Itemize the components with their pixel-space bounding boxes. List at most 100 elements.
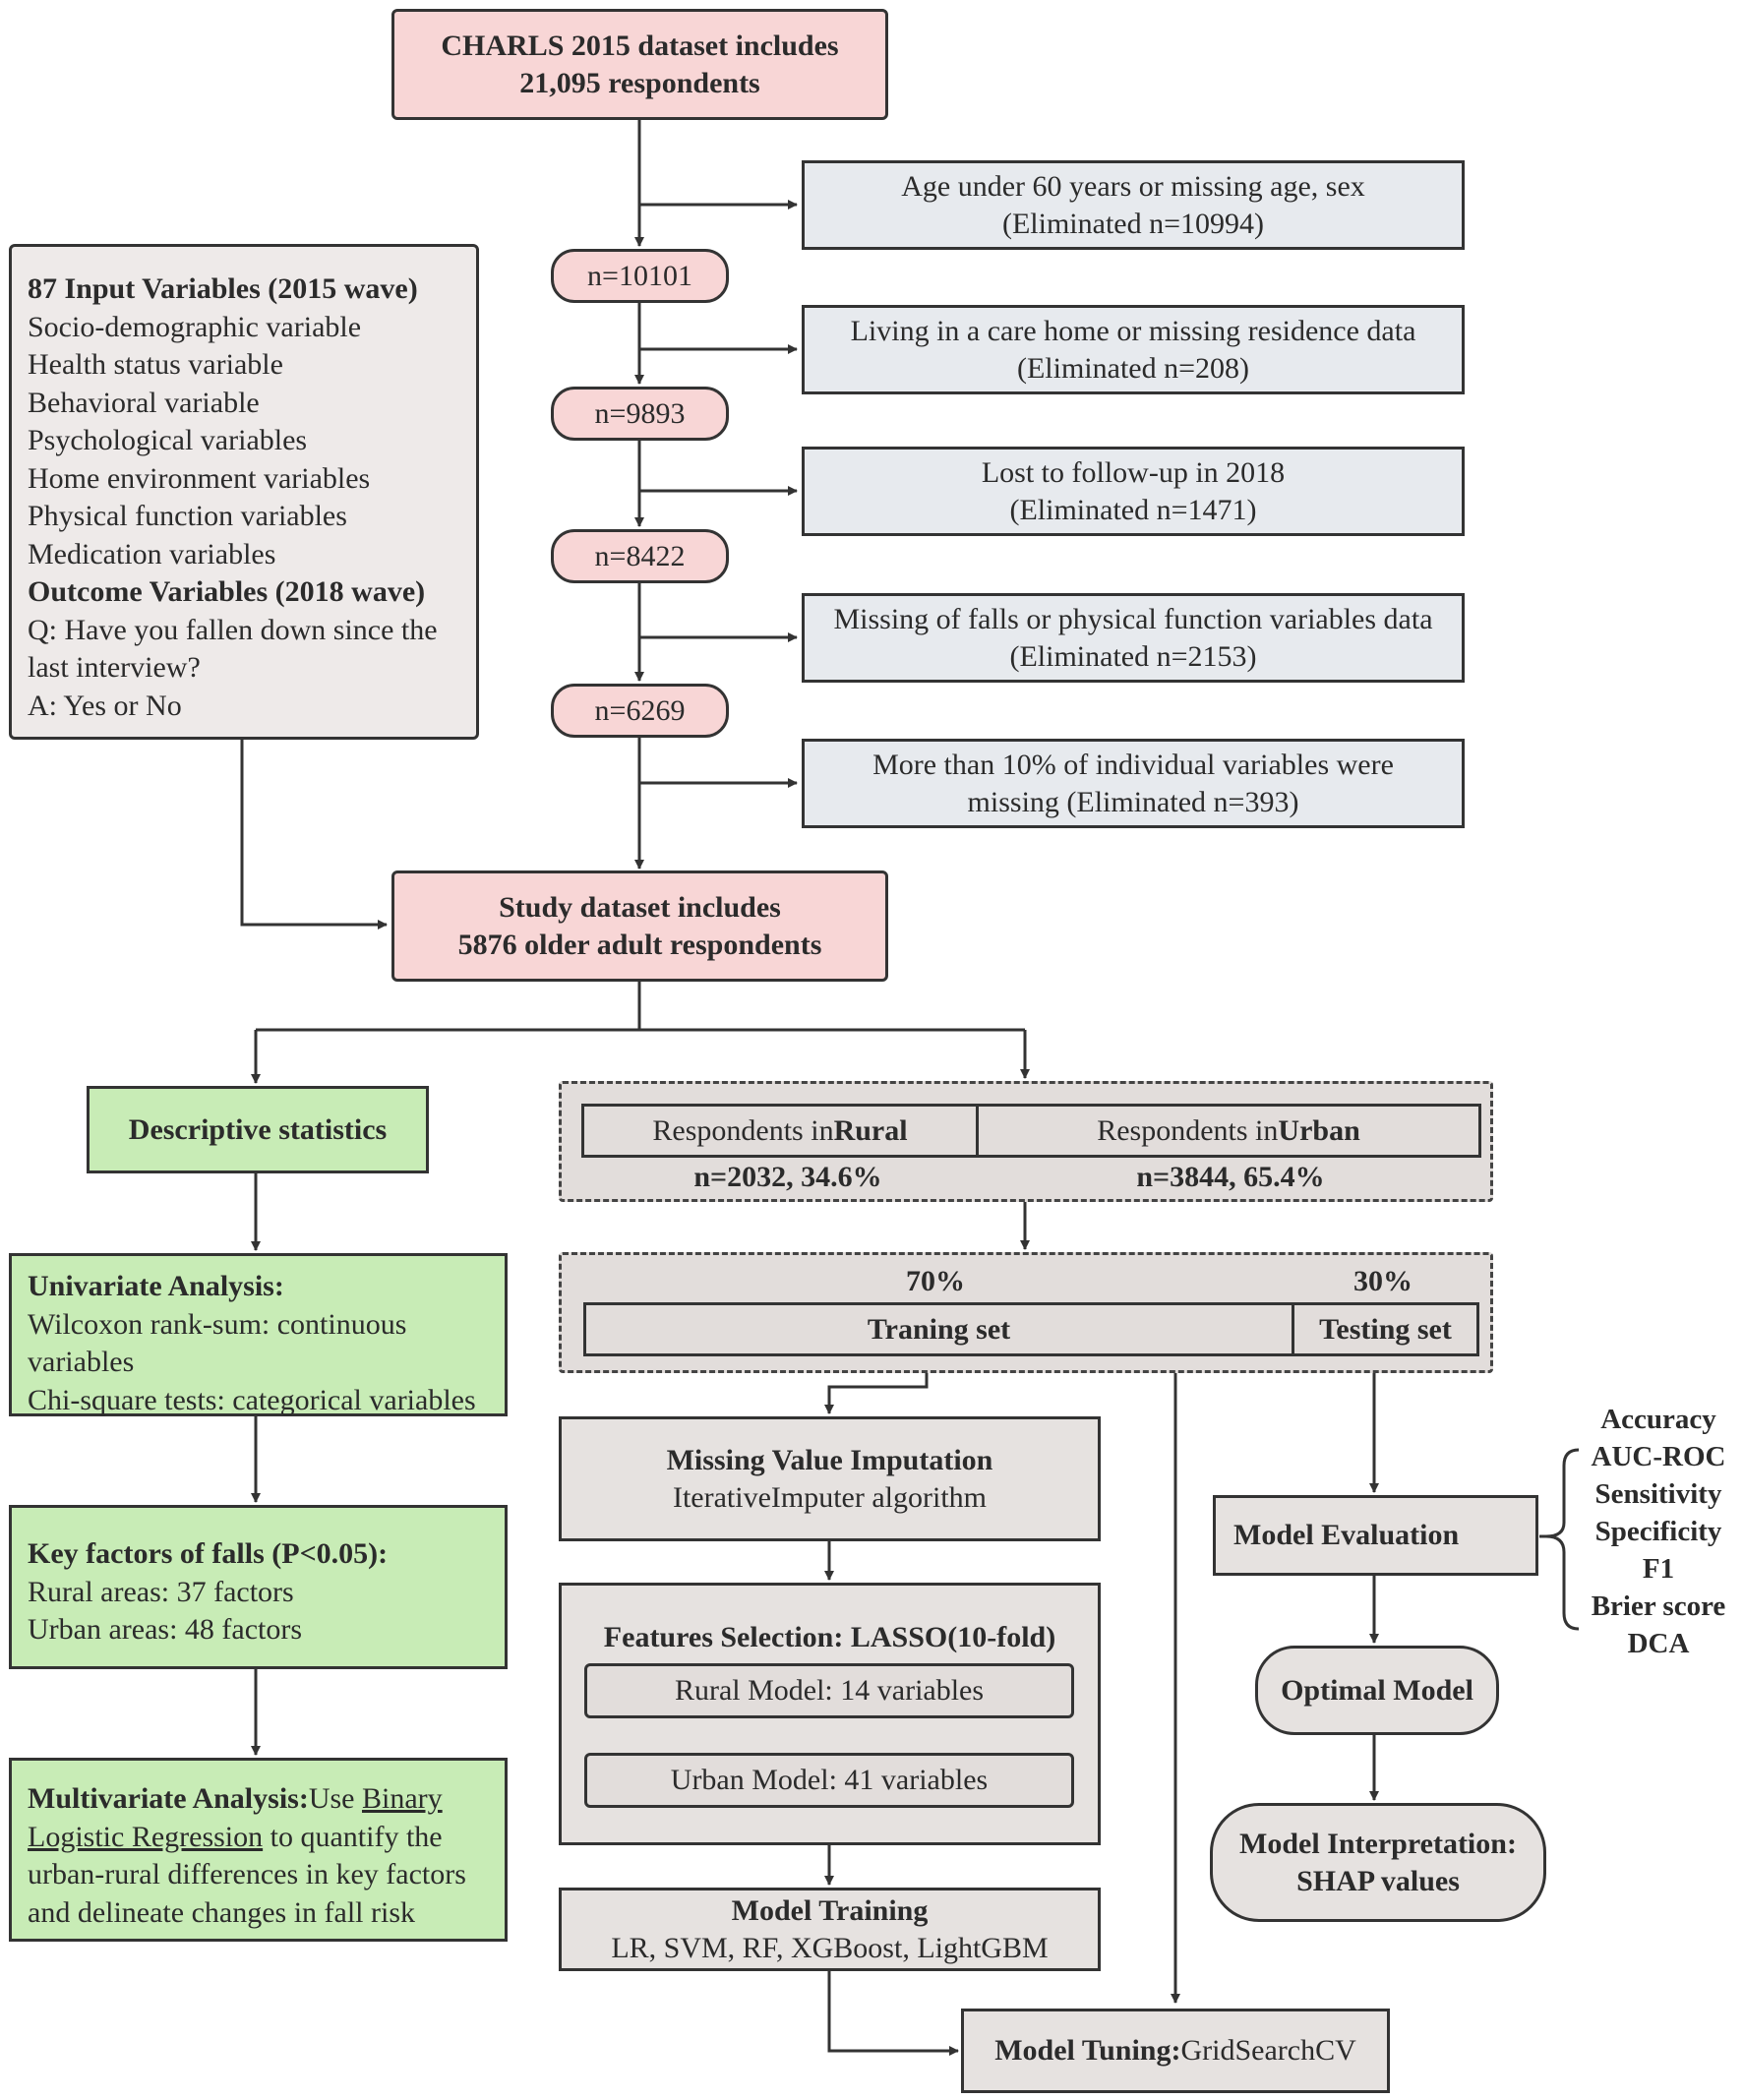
- outcome-answer: A: Yes or No: [28, 689, 182, 722]
- rural-prefix: Respondents in: [652, 1113, 834, 1147]
- univariate-line: Chi-square tests: categorical variables: [28, 1383, 476, 1416]
- model-training-box: Model Training LR, SVM, RF, XGBoost, Lig…: [559, 1888, 1101, 1971]
- variable-item: Medication variables: [28, 537, 276, 570]
- optimal-model-box: Optimal Model: [1255, 1646, 1499, 1735]
- univariate-line: Wilcoxon rank-sum: continuous: [28, 1307, 407, 1341]
- urban-prefix: Respondents in: [1097, 1113, 1279, 1147]
- train-test-container: 70% 30% Traning set Testing set: [559, 1252, 1493, 1373]
- arrow-training-to-tuning: [827, 1971, 959, 2056]
- multivariate-method: Binary: [361, 1782, 443, 1815]
- metric-item: F1: [1642, 1553, 1675, 1585]
- model-tuning-box: Model Tuning: GridSearchCV: [961, 2009, 1390, 2093]
- testing-set-cell: Testing set: [1292, 1302, 1479, 1356]
- exclusion-1-line1: Age under 60 years or missing age, sex: [901, 169, 1365, 203]
- univariate-box: Univariate Analysis: Wilcoxon rank-sum: …: [9, 1253, 508, 1416]
- count-4-label: n=6269: [594, 693, 686, 727]
- exclusion-3-line1: Lost to follow-up in 2018: [981, 455, 1286, 489]
- multivariate-heading: Multivariate Analysis:: [28, 1782, 309, 1815]
- exclusion-3-line2: (Eliminated n=1471): [1009, 493, 1257, 526]
- exclusion-4-line2: (Eliminated n=2153): [1009, 639, 1257, 673]
- variable-item: Health status variable: [28, 348, 283, 381]
- metric-item: Specificity: [1594, 1516, 1722, 1547]
- training-set-label: Traning set: [867, 1312, 1011, 1346]
- key-factors-urban: Urban areas: 48 factors: [28, 1613, 303, 1646]
- exclusion-box-3: Lost to follow-up in 2018 (Eliminated n=…: [802, 447, 1465, 536]
- metric-item: Accuracy: [1600, 1404, 1716, 1435]
- exclusion-box-1: Age under 60 years or missing age, sex (…: [802, 160, 1465, 250]
- multivariate-text: Use: [308, 1782, 362, 1815]
- multivariate-line: urban-rural differences in key factors: [28, 1858, 466, 1890]
- variable-item: Socio-demographic variable: [28, 310, 362, 343]
- testing-set-label: Testing set: [1319, 1312, 1452, 1346]
- source-dataset-line1: CHARLS 2015 dataset includes: [441, 29, 839, 62]
- count-pill-3: n=8422: [551, 529, 729, 583]
- count-3-label: n=8422: [594, 539, 686, 572]
- feature-selection-box: Features Selection: LASSO(10-fold) Rural…: [559, 1583, 1101, 1845]
- urban-model-label: Urban Model: 41 variables: [670, 1764, 989, 1796]
- model-interpretation-line2: SHAP values: [1296, 1864, 1460, 1897]
- exclusion-2-line1: Living in a care home or missing residen…: [850, 314, 1416, 347]
- rural-count: n=2032, 34.6%: [693, 1161, 882, 1193]
- model-tuning-method: GridSearchCV: [1180, 2034, 1356, 2067]
- metric-item: AUC-ROC: [1591, 1441, 1726, 1472]
- source-dataset-box: CHARLS 2015 dataset includes 21,095 resp…: [391, 9, 888, 120]
- multivariate-method-cont: Logistic Regression: [28, 1820, 264, 1853]
- exclusion-5-line1: More than 10% of individual variables we…: [872, 748, 1394, 781]
- metric-item: Sensitivity: [1594, 1478, 1722, 1510]
- count-2-label: n=9893: [594, 396, 686, 430]
- count-pill-2: n=9893: [551, 387, 729, 441]
- rural-model-label: Rural Model: 14 variables: [674, 1674, 985, 1707]
- imputation-title: Missing Value Imputation: [666, 1443, 993, 1476]
- rural-label: Rural: [833, 1113, 908, 1147]
- urban-count: n=3844, 65.4%: [1136, 1161, 1325, 1193]
- model-tuning-label: Model Tuning:: [994, 2034, 1181, 2067]
- univariate-heading: Univariate Analysis:: [28, 1270, 284, 1302]
- model-training-title: Model Training: [731, 1893, 929, 1927]
- multivariate-line: and delineate changes in fall risk: [28, 1895, 416, 1929]
- key-factors-heading: Key factors of falls (P<0.05):: [28, 1537, 389, 1570]
- source-dataset-line2: 21,095 respondents: [519, 66, 760, 99]
- imputation-box: Missing Value Imputation IterativeImpute…: [559, 1416, 1101, 1541]
- test-percent: 30%: [1353, 1265, 1412, 1297]
- outcome-question: Q: Have you fallen down since the: [28, 613, 438, 646]
- rural-model-box: Rural Model: 14 variables: [584, 1663, 1074, 1718]
- urban-rural-split-container: Respondents in Rural Respondents in Urba…: [559, 1081, 1493, 1202]
- exclusion-2-line2: (Eliminated n=208): [1016, 351, 1250, 385]
- key-factors-rural: Rural areas: 37 factors: [28, 1575, 294, 1608]
- rural-cell: Respondents in Rural: [581, 1104, 979, 1158]
- variable-item: Psychological variables: [28, 424, 308, 456]
- exclusion-box-5: More than 10% of individual variables we…: [802, 739, 1465, 828]
- exclusion-box-4: Missing of falls or physical function va…: [802, 593, 1465, 683]
- variable-item: Physical function variables: [28, 500, 347, 532]
- exclusion-4-line1: Missing of falls or physical function va…: [833, 602, 1433, 635]
- key-factors-box: Key factors of falls (P<0.05): Rural are…: [9, 1505, 508, 1669]
- study-dataset-box: Study dataset includes 5876 older adult …: [391, 870, 888, 982]
- metric-item: Brier score: [1591, 1590, 1726, 1622]
- descriptive-statistics-box: Descriptive statistics: [87, 1086, 429, 1173]
- metric-item: DCA: [1627, 1628, 1690, 1659]
- model-evaluation-label: Model Evaluation: [1233, 1519, 1460, 1551]
- urban-cell: Respondents in Urban: [976, 1104, 1481, 1158]
- multivariate-text: to quantify the: [263, 1820, 443, 1853]
- input-variables-heading: 87 Input Variables (2015 wave): [28, 272, 418, 305]
- count-1-label: n=10101: [587, 259, 692, 292]
- outcome-question-cont: last interview?: [28, 651, 201, 684]
- optimal-model-label: Optimal Model: [1281, 1673, 1473, 1707]
- outcome-variables-heading: Outcome Variables (2018 wave): [28, 575, 426, 608]
- training-set-cell: Traning set: [583, 1302, 1294, 1356]
- train-percent: 70%: [906, 1265, 965, 1297]
- imputation-method: IterativeImputer algorithm: [672, 1480, 988, 1514]
- metrics-list: Accuracy AUC-ROC Sensitivity Specificity…: [1574, 1401, 1743, 1662]
- count-pill-4: n=6269: [551, 684, 729, 738]
- variable-item: Behavioral variable: [28, 386, 260, 419]
- feature-selection-title: Features Selection: LASSO(10-fold): [603, 1621, 1056, 1653]
- model-interpretation-line1: Model Interpretation:: [1239, 1827, 1517, 1860]
- study-dataset-line2: 5876 older adult respondents: [457, 928, 822, 961]
- variable-item: Home environment variables: [28, 461, 371, 495]
- model-evaluation-box: Model Evaluation: [1213, 1495, 1538, 1576]
- descriptive-statistics-label: Descriptive statistics: [128, 1112, 388, 1146]
- model-interpretation-box: Model Interpretation: SHAP values: [1210, 1803, 1546, 1922]
- exclusion-box-2: Living in a care home or missing residen…: [802, 305, 1465, 394]
